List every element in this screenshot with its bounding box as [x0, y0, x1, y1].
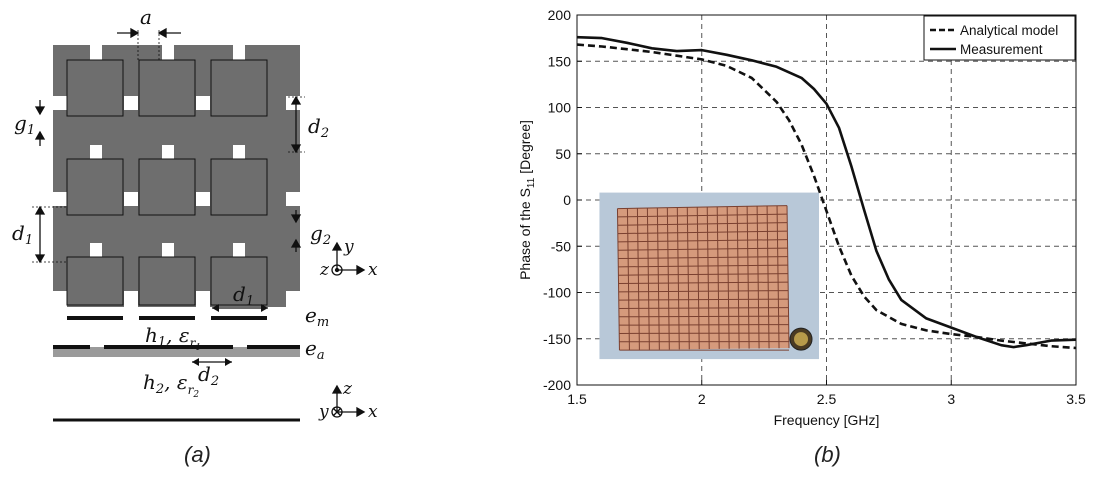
chart-series [576, 35, 1077, 350]
board-grid-line [666, 207, 670, 350]
label-h2-eps2: h2, εr2 [143, 370, 199, 400]
axis2-x-label: x [368, 402, 378, 422]
coordinate-axes-top [331, 241, 366, 276]
x-tick-label: 2.5 [817, 391, 837, 407]
y-tick-label: 200 [548, 7, 572, 23]
label-h1-eps1: h1, εr1 [145, 323, 201, 353]
series-line-measurement [576, 35, 1077, 349]
dimension-d2 [288, 95, 305, 154]
coordinate-axes-bottom [331, 384, 366, 418]
board-grid-line [676, 207, 680, 350]
board-grid-line [618, 256, 788, 260]
board-grid-line [766, 205, 770, 349]
board-grid-line [706, 207, 710, 350]
y-tick-label: 150 [548, 53, 572, 69]
y-tick-label: -100 [543, 285, 571, 301]
label-em: em [305, 303, 329, 330]
unit-cell-diagram: a g1 d2 d1 g2 y x z [12, 5, 378, 422]
board-grid-line [636, 208, 640, 350]
label-g2: g2 [310, 221, 331, 248]
y-tick-label: -150 [543, 331, 571, 347]
board-grid-line [618, 281, 789, 285]
label-d1: d1 [12, 221, 33, 248]
board-grid-line [656, 207, 660, 350]
label-d2: d2 [308, 114, 329, 141]
board-grid-line [618, 307, 789, 309]
y-tick-label: 50 [555, 146, 571, 162]
board-grid-line [617, 239, 788, 243]
y-tick-label: -50 [551, 238, 571, 254]
x-tick-label: 3.5 [1066, 391, 1086, 407]
x-axis-label: Frequency [GHz] [774, 412, 880, 428]
axis2-z-label: z [342, 379, 353, 399]
board-grid-line [618, 264, 788, 268]
dimension-d1 [32, 205, 66, 264]
board-grid-line [786, 205, 790, 349]
x-tick-label: 1.5 [567, 391, 587, 407]
legend-label: Analytical model [960, 23, 1058, 38]
board-grid-line [646, 208, 650, 350]
board-grid-line [619, 324, 789, 326]
board-grid-line [617, 230, 788, 235]
x-tick-label: 3 [947, 391, 955, 407]
y-tick-label: 100 [548, 100, 572, 116]
coin-center [794, 332, 809, 347]
x-tick-label: 2 [698, 391, 706, 407]
board-grid-line [617, 213, 788, 218]
square-patches [66, 59, 268, 306]
legend-label: Measurement [960, 42, 1043, 57]
label-d2-side: d2 [198, 362, 219, 389]
board-grid-line [696, 207, 700, 350]
y-axis-label: Phase of the S11 [Degree] [517, 120, 537, 280]
dimension-a [117, 27, 181, 60]
board-grid-line [617, 205, 788, 210]
label-ea: ea [305, 336, 325, 363]
label-g1: g1 [14, 111, 35, 138]
dimension-g1 [34, 100, 46, 146]
board-grid-line [618, 290, 789, 293]
axis-z-label: z [319, 260, 330, 280]
axis-y-label: y [343, 237, 354, 257]
board-grid-line [686, 207, 690, 350]
board-grid-line [618, 298, 789, 301]
board-grid-line [617, 222, 788, 226]
y-tick-label: 0 [563, 192, 571, 208]
side-view-cross-section [53, 304, 300, 422]
board-grid-line [618, 315, 789, 318]
board-grid-line [618, 273, 788, 276]
label-d1-side: d1 [233, 282, 254, 309]
caption-b: (b) [814, 442, 841, 467]
board-grid-line [616, 208, 620, 351]
label-a: a [140, 5, 152, 29]
dimension-g2 [290, 210, 302, 252]
axis2-y-label: y [318, 402, 329, 422]
phase-chart: 1.5 2 2.5 3 3.5 -200 -150 -100 -50 0 50 100 150 200 A… [517, 7, 1086, 428]
caption-a: (a) [184, 442, 211, 467]
board-grid-line [618, 247, 788, 251]
axis-x-label: x [368, 260, 378, 280]
legend-box [923, 15, 1076, 61]
inset-photo [599, 192, 820, 360]
board-grid-line [626, 208, 630, 350]
copper-board [617, 205, 790, 351]
chart-ticks: 1.5 2 2.5 3 3.5 -200 -150 -100 -50 0 50 100 150 200 [543, 7, 1086, 407]
y-tick-label: -200 [543, 377, 571, 393]
board-grid-line [776, 205, 780, 349]
